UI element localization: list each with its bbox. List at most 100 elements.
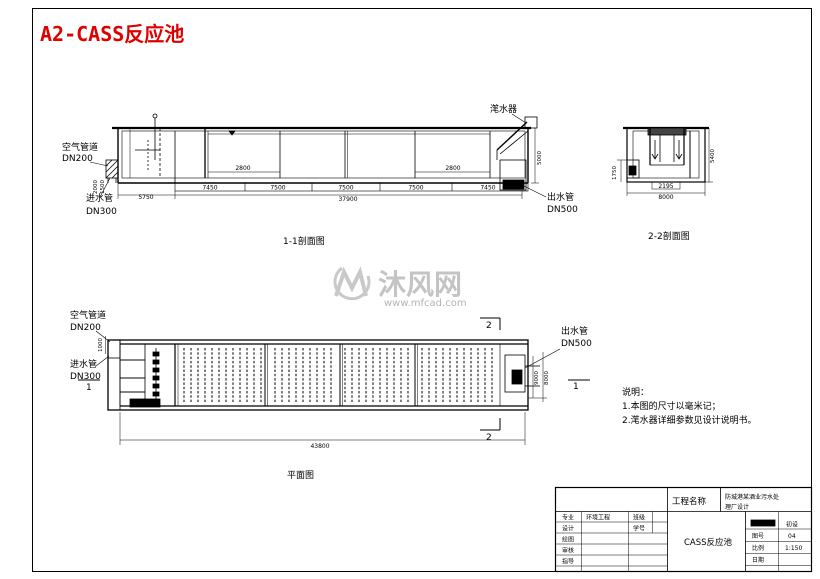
decanter-arm [496, 121, 528, 151]
air-pipe-label: 空气管道 [70, 309, 106, 321]
leader-air-pipe [95, 330, 111, 343]
drawing-no: 04 [788, 533, 796, 540]
diffuser [152, 351, 160, 357]
section-mark-2-bottom: 2 [486, 433, 492, 443]
outlet-pipe-size: DN500 [547, 205, 578, 215]
row-label: 审核 [562, 547, 574, 555]
tank-height-dim: 5400 [710, 149, 716, 163]
aeration-grid [183, 348, 493, 402]
date-label: 日期 [752, 556, 764, 564]
plan-caption: 平面图 [287, 470, 314, 481]
leader-outlet [524, 348, 561, 369]
row-label: 专业 [562, 514, 574, 522]
air-pipe-size: DN200 [70, 323, 101, 333]
stage-bar [750, 519, 776, 527]
diffuser [152, 359, 160, 365]
row-label: 学号 [633, 525, 645, 533]
note-item: 1.本图的尺寸以毫米记； [622, 400, 721, 412]
diffuser [152, 383, 160, 389]
project-name-line: 防城港某酒业污水处 [725, 493, 779, 501]
outlet-chamber [504, 354, 526, 393]
section-1-1-labels: 滗水器 空气管道 DN200 进水管 DN300 出水管 DN500 2800 … [62, 103, 578, 247]
tank-outline [107, 339, 529, 411]
side-box [626, 159, 640, 179]
plan-labels: 空气管道 DN200 进水管 DN300 出水管 DN500 1 1 2 2 4… [70, 309, 592, 481]
notes: 说明： 1.本图的尺寸以毫米记； 2.滗水器详细参数见设计说明书。 [622, 386, 757, 426]
inlet-box [105, 159, 119, 179]
flow-arrow [675, 140, 683, 160]
inlet-dim: 1000 [98, 338, 104, 352]
row-value: 环境工程 [586, 514, 610, 522]
title-block-text: 工程名称 防城港某酒业污水处 理厂设计 CASS反应池 专业 环境工程 班级 设… [562, 493, 802, 566]
decanter-frame [647, 127, 687, 136]
sheet-border [32, 8, 812, 572]
watermark-url: www.mfcad.com [384, 298, 467, 309]
section-mark-2-top: 2 [486, 321, 492, 331]
title-block-grid [554, 486, 813, 573]
bay-dimension-band [174, 182, 529, 192]
leader-decanter [511, 113, 527, 124]
drawing-title: A2-CASS反应池 [40, 22, 184, 46]
leader-inlet [95, 355, 110, 367]
section-2-2-labels: 2195 8000 1750 5400 2-2剖面图 [612, 149, 716, 242]
left-height-dim: 1500 [100, 180, 106, 194]
zone-width-dim: 2800 [445, 165, 460, 172]
air-pipe-label: 空气管道 [62, 141, 98, 153]
head-compartment [119, 359, 146, 379]
tank-width-dim: 8000 [658, 194, 673, 201]
inlet-pipe-size: DN300 [86, 207, 117, 217]
drawing-name: CASS反应池 [684, 537, 733, 548]
row-label: 设计 [562, 525, 574, 533]
section-2-2-caption: 2-2剖面图 [648, 230, 690, 242]
section-mark-1-left: 1 [86, 383, 92, 393]
scale-label: 比例 [752, 544, 764, 552]
side-height-dim: 1750 [612, 166, 618, 180]
air-pipe-size: DN200 [62, 154, 93, 164]
outlet-pipe-label: 出水管 [561, 325, 588, 337]
leader-outlet [523, 185, 547, 198]
bay-dim: 7500 [338, 185, 353, 192]
outlet-chamber [499, 159, 527, 191]
diffuser [152, 391, 160, 397]
drawing-no-label: 图号 [752, 533, 764, 540]
outlet-weir [502, 179, 525, 190]
row-label: 指导 [562, 558, 574, 566]
watermark: 沐风网 www.mfcad.com [333, 266, 467, 309]
section-mark-1-right: 1 [573, 382, 579, 392]
total-length-dim: 37900 [338, 196, 357, 203]
bay-dim: 7450 [480, 185, 495, 192]
plan-geometry [78, 317, 590, 445]
outlet-dim: 9000 [534, 371, 540, 385]
note-item: 2.滗水器详细参数见设计说明书。 [622, 414, 757, 426]
left-height-dim: 2000 [93, 180, 99, 194]
water-level-marker [228, 130, 236, 136]
leader-inlet [99, 177, 111, 198]
flow-arrow [651, 140, 659, 160]
stage: 初设 [786, 521, 798, 529]
zone-width-dim: 2800 [235, 165, 250, 172]
inlet-box [107, 339, 121, 359]
watermark-logo-icon [333, 266, 371, 301]
leader-air-pipe [89, 161, 109, 167]
section-1-1-geometry [89, 113, 547, 199]
section-1-1-caption: 1-1剖面图 [283, 235, 325, 247]
diffuser [152, 367, 160, 373]
outlet-pipe-size: DN500 [561, 339, 592, 349]
row-label: 绘图 [562, 536, 574, 544]
head-compartment [119, 343, 146, 361]
outlet-dim: 8000 [544, 371, 550, 385]
head-compartment [119, 377, 146, 393]
bay-dim: 7500 [270, 185, 285, 192]
depth-dim: 5000 [537, 151, 543, 165]
bay-dim: 7500 [408, 185, 423, 192]
inlet-pipe-label: 进水管 [70, 358, 97, 370]
section-2-2-geometry [617, 126, 713, 196]
bay-dim: 7450 [202, 185, 217, 192]
tank-inner-outline [121, 130, 526, 179]
head-length-dim: 5750 [138, 194, 153, 201]
decanter-label: 滗水器 [490, 103, 517, 115]
outlet-weir [511, 369, 523, 385]
scale: 1:150 [785, 545, 802, 552]
diffuser [152, 375, 160, 381]
